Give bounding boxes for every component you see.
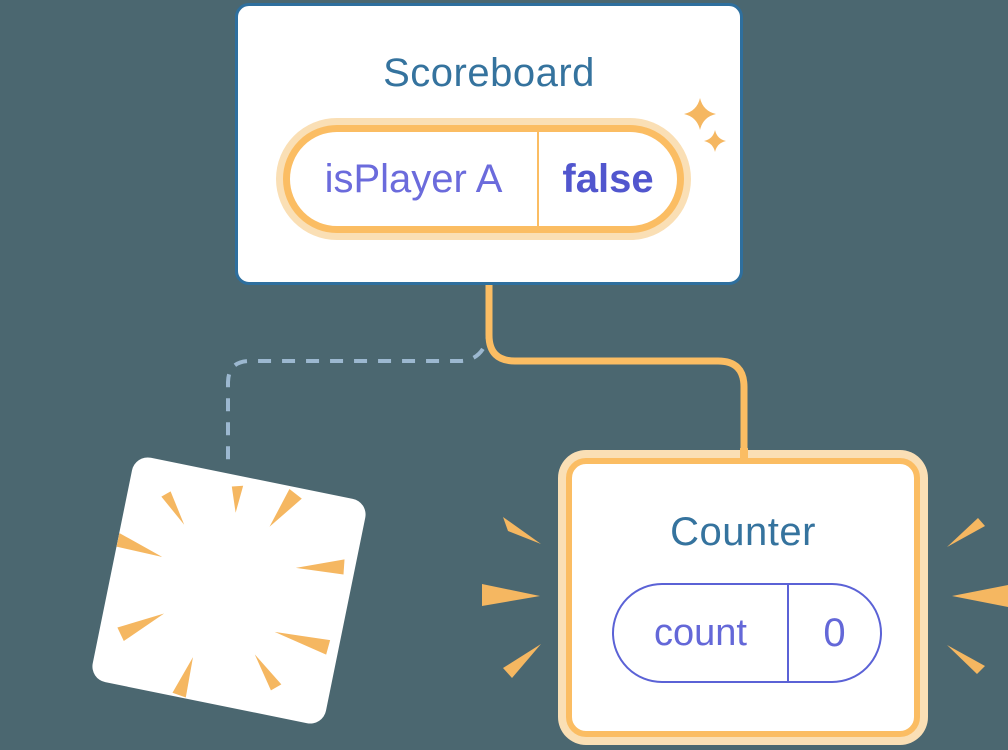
scoreboard-title: Scoreboard: [383, 51, 595, 95]
removed-component-card: [89, 454, 369, 727]
state-key-label: count: [614, 585, 789, 681]
state-key-label: isPlayer A: [290, 132, 539, 226]
dashed-connector-line: [226, 325, 491, 460]
emphasis-marks-icon: [482, 517, 1008, 678]
counter-card: Counter count 0: [558, 450, 928, 745]
state-value-label: 0: [823, 610, 846, 655]
counter-title: Counter: [670, 510, 816, 554]
solid-connector-line: [485, 284, 748, 455]
sparkles-icon: [684, 98, 726, 152]
scoreboard-card: Scoreboard isPlayer A false: [235, 3, 743, 285]
poof-burst-icon: [116, 485, 345, 698]
counter-state-pill: count 0: [612, 583, 882, 683]
scoreboard-state-pill: isPlayer A false: [283, 125, 684, 233]
state-value-label: false: [562, 156, 654, 201]
connector-entry-patch: [740, 448, 748, 460]
